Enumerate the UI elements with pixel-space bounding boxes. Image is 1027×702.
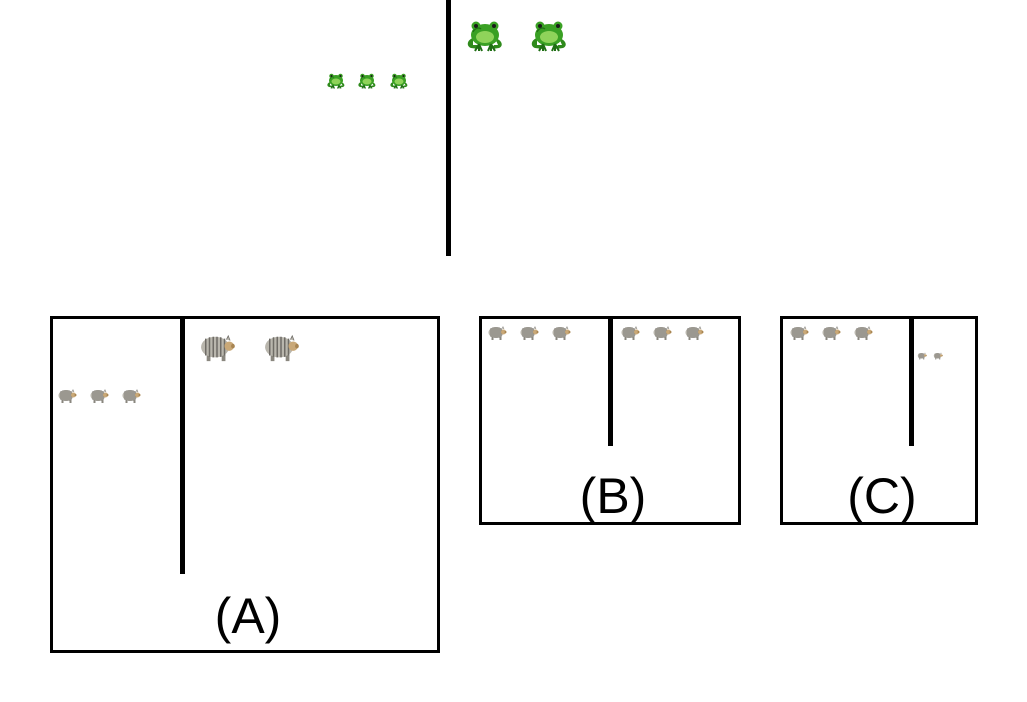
option-b-label: (B) [579, 468, 647, 524]
option-a-divider-line [180, 319, 185, 574]
pig-icon [57, 388, 77, 404]
option-b-panel[interactable]: (B) [479, 316, 741, 525]
pig-icon [821, 325, 841, 341]
pig-icon [684, 325, 704, 341]
pig-icon [121, 388, 141, 404]
option-c-panel[interactable]: (C) [780, 316, 978, 525]
frog-icon [326, 72, 346, 89]
top-divider-line [446, 0, 451, 256]
pig-icon [620, 325, 640, 341]
pig-icon [262, 333, 300, 363]
frog-icon [357, 72, 377, 89]
option-a-label: (A) [214, 588, 282, 644]
pig-icon [198, 333, 236, 363]
pig-icon [853, 325, 873, 341]
pig-icon [487, 325, 507, 341]
pig-icon [789, 325, 809, 341]
option-c-divider-line [909, 319, 914, 446]
pig-icon [519, 325, 539, 341]
pig-icon [933, 352, 943, 360]
frog-icon [465, 18, 505, 52]
pig-icon [917, 352, 927, 360]
pig-icon [652, 325, 672, 341]
pig-icon [89, 388, 109, 404]
frog-icon [529, 18, 569, 52]
pig-icon [551, 325, 571, 341]
frog-icon [389, 72, 409, 89]
option-c-label: (C) [847, 468, 917, 524]
option-a-panel[interactable]: (A) [50, 316, 440, 653]
option-b-divider-line [608, 319, 613, 446]
